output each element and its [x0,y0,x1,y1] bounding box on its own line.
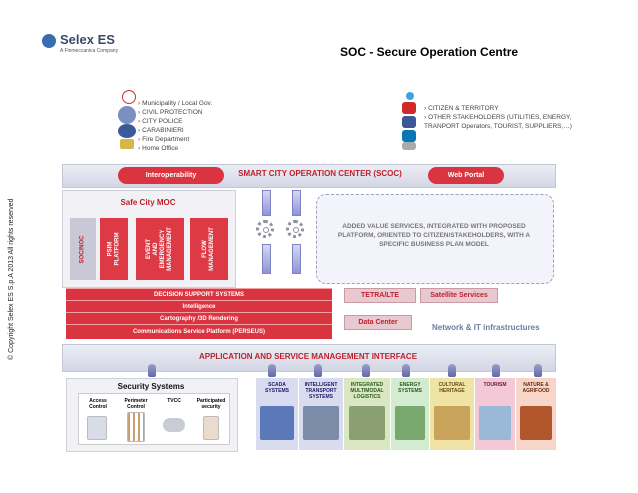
scoc-title: SMART CITY OPERATION CENTER (SCOC) [238,169,402,178]
moc-title: Safe City MOC [120,198,176,207]
connector-arrow [292,190,301,216]
linkedin-icon [402,130,416,142]
sector-image [303,406,339,440]
moc-column-event-emergency: EVENT AND EMERGENCY MANAGEMENT [136,218,184,280]
sector-image [434,406,470,440]
data-center-box: Data Center [344,315,412,330]
connector-icon [362,364,370,377]
security-col-access: Access Control [89,398,107,410]
bar-decision-support: DECISION SUPPORT SYSTEMS [66,288,332,300]
smartphone-icon [203,416,219,440]
sector-image [479,406,511,440]
list-item: CITY POLICE [138,117,212,126]
list-item: OTHER STAKEHOLDERS (UTILITIES, ENERGY, T… [424,113,574,131]
bar-cartography: Cartography /3D Rendering [66,312,332,324]
sector-cultural-heritage: CULTURAL HERITAGE [430,378,474,450]
civil-protection-emblem-icon [118,106,136,124]
twitter-icon [406,92,414,100]
list-item: CARABINIERI [138,126,212,135]
flickr-icon [402,142,416,150]
tetra-lte-box: TETRA/LTE [344,288,416,303]
interoperability-pill: Interoperability [118,167,224,184]
security-col-participated: Participated security [196,398,226,410]
moc-column-flow: FLOW MANAGEMENT [190,218,228,280]
logo-mark-icon [42,34,56,48]
security-grid: Access Control Perimeter Control TVCC Pa… [78,393,230,445]
interface-title: APPLICATION AND SERVICE MANAGEMENT INTER… [198,352,418,361]
police-emblem-icon [118,124,136,138]
right-stakeholder-list: CITIZEN & TERRITORY OTHER STAKEHOLDERS (… [424,104,574,131]
connector-icon [492,364,500,377]
fire-department-emblem-icon [120,139,134,149]
connector-icon [268,364,276,377]
municipality-emblem-icon [122,90,136,104]
cctv-camera-icon [163,418,185,432]
sector-image [520,406,552,440]
sector-energy: ENERGY SYSTEMS [391,378,429,450]
logo-brand: Selex ES [60,32,115,47]
gear-icon [286,220,304,238]
youtube-icon [402,102,416,114]
bar-communications: Communications Service Platform (PERSEUS… [66,324,332,339]
moc-column-soc-noc: SOC/NOC [70,218,96,280]
satellite-services-box: Satellite Services [420,288,498,303]
added-value-panel [316,194,554,284]
list-item: Municipality / Local Gov. [138,99,212,108]
sector-nature-agrifood: NATURE & AGRIFOOD [516,378,556,450]
sector-image [348,406,386,440]
web-portal-pill: Web Portal [428,167,504,184]
gear-icon [256,220,274,238]
sector-image [260,406,294,440]
interface-band [62,344,556,372]
connector-icon [314,364,322,377]
added-value-text: ADDED VALUE SERVICES, INTEGRATED WITH PR… [337,223,531,248]
sector-logistics: INTEGRATED MULTIMODAL LOGISTICS [344,378,390,450]
sector-transport: INTELLIGENT TRANSPORT SYSTEMS [299,378,343,450]
moc-column-psim: PSIM PLATFORM [100,218,128,280]
perimeter-fence-icon [127,412,145,442]
sector-tourism: TOURISM [475,378,515,450]
access-control-device-icon [87,416,107,440]
connector-arrow [262,190,271,216]
security-col-tvcc: TVCC [167,398,181,404]
list-item: CITIZEN & TERRITORY [424,104,574,113]
connector-icon [448,364,456,377]
sector-scada: SCADA SYSTEMS [256,378,298,450]
logo-tagline: A Finmeccanica Company [60,48,119,54]
connector-arrow [262,244,271,274]
left-stakeholder-list: Municipality / Local Gov. CIVIL PROTECTI… [138,99,212,153]
network-label: Network & IT infrastructures [432,323,540,332]
list-item: Fire Department [138,135,212,144]
sector-image [394,406,426,440]
bar-intelligence: Intelligence [66,300,332,312]
list-item: Home Office [138,144,212,153]
connector-arrow [292,244,301,274]
security-col-perimeter: Perimeter Control [124,398,148,410]
list-item: CIVIL PROTECTION [138,108,212,117]
copyright-notice: © Copyright Selex ES S.p.A 2013 All righ… [8,198,15,360]
connector-icon [534,364,542,377]
connector-icon [402,364,410,377]
connector-icon [148,364,156,377]
security-title: Security Systems [117,382,185,391]
facebook-icon [402,116,416,128]
page-title: SOC - Secure Operation Centre [340,45,519,59]
